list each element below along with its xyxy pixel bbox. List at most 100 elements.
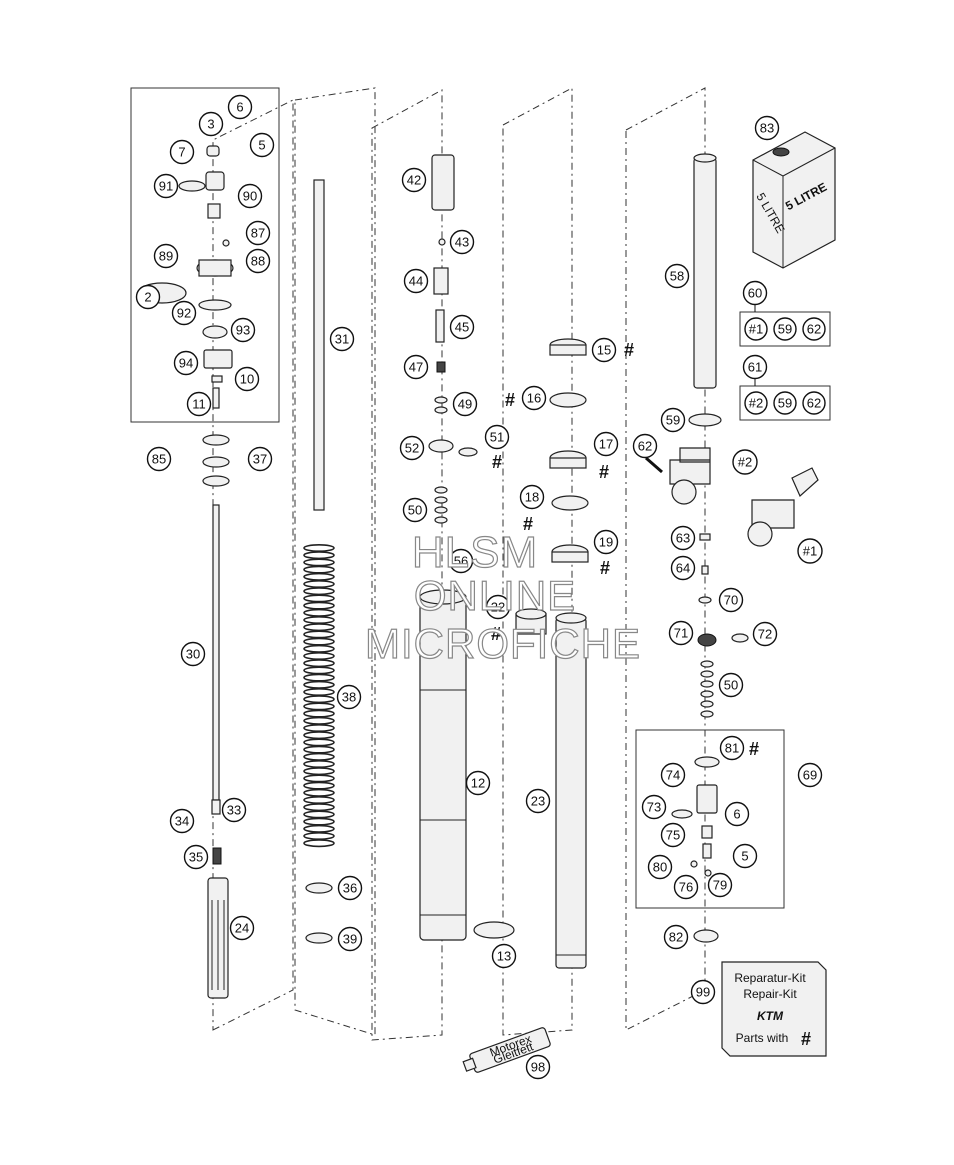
callout-70: 70 [718,587,744,613]
kit-item-k61-2: 62 [802,391,826,415]
hash-marks: ######## [491,340,759,759]
callout-79: 79 [707,872,733,898]
spring-coil [303,594,335,603]
callout-number: 93 [236,323,250,338]
callout-number: 99 [696,985,710,1000]
spring-coil [303,709,335,718]
callout-43: 43 [449,229,475,255]
spring-coil [303,608,335,617]
callout-number: 33 [227,803,241,818]
callout-10: 10 [234,366,260,392]
callout-49: 49 [452,391,478,417]
callout-81: 81 [719,735,745,761]
spring-coil [303,680,335,689]
callout-number: 80 [653,860,667,875]
callout-number: 98 [531,1060,545,1075]
callout-number: 2 [144,290,151,305]
spring-coil [303,824,335,833]
spring-coil [303,673,335,682]
hash-mark: # [600,558,610,578]
callout-number: 19 [599,535,613,550]
callout-number: 56 [454,554,468,569]
spring-coil [303,831,335,840]
callout-number: 7 [178,145,185,160]
spring-coil [303,666,335,675]
spring-coil [303,587,335,596]
callout-34: 34 [169,808,195,834]
callout-number: 64 [676,561,690,576]
spring-coil [303,723,335,732]
repair-kit-line2: Repair-Kit [743,987,797,1001]
svg-text:#1: #1 [749,322,763,337]
callout-94: 94 [173,350,199,376]
kit-box-61 [739,385,831,421]
callout-76: 76 [673,874,699,900]
callout-number: 10 [240,372,254,387]
callout-89: 89 [153,243,179,269]
spring-coil [303,659,335,668]
callout-44: 44 [403,268,429,294]
callout-33: 33 [221,797,247,823]
callout-71: 71 [668,620,694,646]
callout-90: 90 [237,183,263,209]
hash-mark: # [523,514,533,534]
callout-59: 59 [660,407,686,433]
callout-number: 39 [343,932,357,947]
spring-coil [303,752,335,761]
spring-coil [303,630,335,639]
kit-item-k61-0: #2 [744,391,768,415]
callout-number: 18 [525,490,539,505]
watermark-line3: MICROFICHE [364,619,641,667]
callout-42: 42 [401,167,427,193]
kit-box-60 [739,311,831,347]
callout-15: 15 [591,337,617,363]
spring-coil [303,781,335,790]
spring-coil [303,795,335,804]
callout-74: 74 [660,762,686,788]
spring-coil [303,817,335,826]
callout-number: 15 [597,343,611,358]
callout-number: 85 [152,452,166,467]
kit-item-k60-1: 59 [773,317,797,341]
callout-47: 47 [403,354,429,380]
callout-93: 93 [230,317,256,343]
spring-coil [303,745,335,754]
callout-number: 6 [733,807,740,822]
kit-item-k60-0: #1 [744,317,768,341]
callout-number: 88 [251,254,265,269]
callout-number: 42 [407,173,421,188]
hash-mark: # [599,462,609,482]
callout-number: 50 [408,503,422,518]
callout-31: 31 [329,326,355,352]
callout-72: 72 [752,621,778,647]
callout-number: 70 [724,593,738,608]
callout-62: 62 [632,433,658,459]
callout-number: 83 [760,121,774,136]
spring-coil [303,651,335,660]
callout-75: 75 [660,822,686,848]
panel-2 [294,87,376,1036]
svg-text:#1: #1 [803,544,817,559]
watermark-line2: ONLINE [413,571,577,619]
callout-number: 13 [497,949,511,964]
svg-text:62: 62 [807,396,821,411]
callout-number: 69 [803,768,817,783]
fork-spring [303,543,335,848]
callout-number: 58 [670,269,684,284]
callout-99: 99 [690,979,716,1005]
clamp-label-b: #1 [797,538,823,564]
spring-coil [303,615,335,624]
svg-text:59: 59 [778,322,792,337]
svg-text:62: 62 [807,322,821,337]
callout-88: 88 [245,248,271,274]
callout-5: 5 [732,843,758,869]
panel-3 [371,89,443,1041]
callout-number: 89 [159,249,173,264]
callout-number: 62 [638,439,652,454]
callout-number: 6 [236,100,243,115]
spring-coil [303,543,335,552]
callout-number: 92 [177,306,191,321]
top-cap-group-box [130,87,280,423]
